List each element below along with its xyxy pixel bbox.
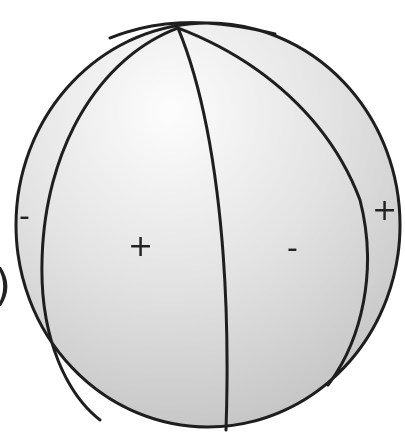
sphere-body xyxy=(16,23,400,427)
lobe-sign-center-left: + xyxy=(128,229,153,264)
lobe-sign-center-right: - xyxy=(287,231,298,266)
lobe-sign-far-left: - xyxy=(19,199,30,234)
edge-fragment: ) xyxy=(0,260,11,311)
lobe-sign-far-right: + xyxy=(372,193,397,228)
